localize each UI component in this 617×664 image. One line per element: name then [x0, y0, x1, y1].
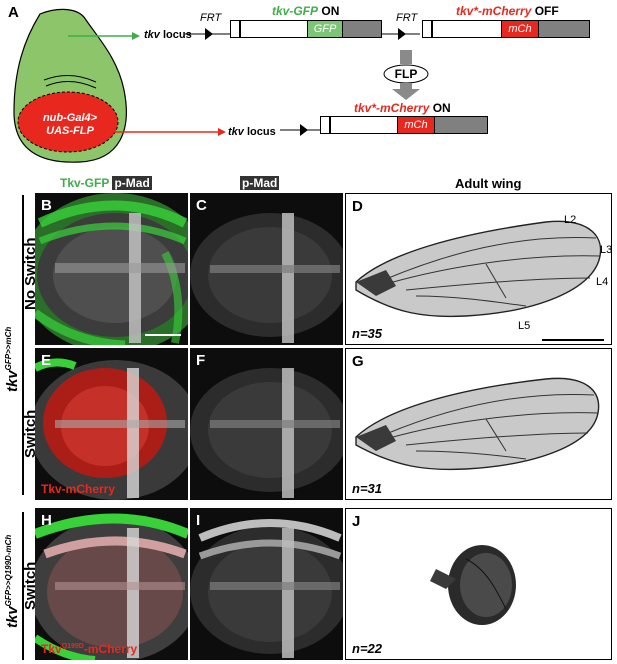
genotype1-brace [22, 195, 24, 495]
locus1-label: tkv locus [144, 29, 192, 41]
disc-label-line1: nub-Gal4> [42, 112, 98, 124]
panel-h: H TkvQ199D-mCherry [35, 508, 188, 660]
col1-header: Tkv-GFP p-Mad [60, 176, 152, 190]
panel-j-letter: J [352, 513, 361, 530]
genotype2-sup: GFP>>Q199D-mCh [4, 534, 13, 607]
col3-header: Adult wing [455, 176, 522, 191]
panel-e-letter: E [41, 352, 52, 369]
locus1-exon-small-2 [422, 20, 432, 38]
locus1-locus: locus [162, 29, 192, 41]
panel-c-letter: C [196, 197, 207, 214]
panel-g-letter: G [352, 353, 364, 370]
locus1-tkv: tkv [144, 29, 160, 41]
panel-i: I [190, 508, 343, 660]
panel-d: D L2 L3 L4 L5 n=35 [345, 193, 612, 345]
locus1-exon-small [230, 20, 240, 38]
locus2-exon-small [320, 116, 330, 134]
panel-e: E Tkv-mCherry [35, 348, 188, 500]
panel-b-letter: B [41, 197, 52, 214]
panel-f: F [190, 348, 343, 500]
col1-header-green: Tkv-GFP [60, 176, 110, 190]
genotype1-sup: GFP>>mCh [4, 326, 13, 371]
mcherry-on-name: tkv*-mCherry [354, 101, 430, 115]
vein-l3: L3 [600, 244, 612, 256]
panel-b: B [35, 193, 188, 345]
panel-h-label-sup: Q199D [61, 643, 84, 650]
locus2-label: tkv locus [228, 126, 276, 138]
mcherry-on-title: tkv*-mCherry ON [354, 101, 451, 115]
locus2-exon-main [330, 116, 398, 134]
vein-l4: L4 [596, 276, 609, 288]
frt-label-2: FRT [396, 12, 418, 24]
vein-l2: L2 [564, 214, 577, 226]
frt-label-1: FRT [200, 12, 222, 24]
locus2-utr [434, 116, 488, 134]
locus2-locus: locus [246, 126, 276, 138]
vein-l5: L5 [518, 320, 531, 332]
panel-h-label-tail: -mCherry [83, 642, 138, 656]
nub-gal4-pouch [17, 91, 119, 153]
mcherry-construct-state: OFF [534, 4, 559, 18]
disc-label-line2: UAS-FLP [46, 125, 94, 137]
locus1-utr-1 [342, 20, 382, 38]
genotype2-base: tkv [4, 606, 21, 628]
gfp-construct-state: ON [321, 4, 340, 18]
col1-header-white: p-Mad [112, 176, 152, 190]
panel-c: C [190, 193, 343, 345]
locus1-mch-box: mCh [501, 20, 539, 38]
locus2-mch-box: mCh [397, 116, 435, 134]
col2-header: p-Mad [240, 176, 280, 190]
panel-d-letter: D [352, 198, 363, 215]
flp-label: FLP [394, 67, 418, 81]
panel-d-count: n=35 [352, 326, 382, 341]
panel-f-letter: F [196, 352, 206, 369]
panel-i-letter: I [196, 512, 201, 529]
mcherry-construct-name: tkv*-mCherry [456, 4, 532, 18]
genotype2-brace [22, 512, 24, 660]
gfp-construct-name: tkv-GFP [272, 4, 319, 18]
locus1-gfp-box: GFP [307, 20, 343, 38]
panel-j-count: n=22 [352, 641, 382, 656]
panel-j: J n=22 [345, 508, 612, 660]
mcherry-construct-title: tkv*-mCherry OFF [456, 4, 559, 18]
locus1-exon-main [240, 20, 308, 38]
panel-a-letter: A [8, 4, 19, 21]
genotype1-base: tkv [4, 370, 21, 392]
locus1-exon-main-2 [432, 20, 502, 38]
genotype2-label: tkvGFP>>Q199D-mCh [4, 535, 21, 628]
wing-disc-schematic [13, 8, 429, 163]
mcherry-on-state: ON [432, 101, 451, 115]
panel-e-label: Tkv-mCherry [41, 482, 116, 496]
gfp-construct-title: tkv-GFP ON [272, 4, 339, 18]
panel-g: G n=31 [345, 348, 612, 500]
panel-h-label-base: Tkv [41, 642, 62, 656]
locus2-tkv: tkv [228, 126, 244, 138]
panel-h-letter: H [41, 512, 52, 529]
panel-h-label: TkvQ199D-mCherry [41, 642, 137, 656]
genotype1-label: tkvGFP>>mCh [4, 327, 21, 392]
panel-g-count: n=31 [352, 481, 382, 496]
locus1-utr-2 [538, 20, 590, 38]
